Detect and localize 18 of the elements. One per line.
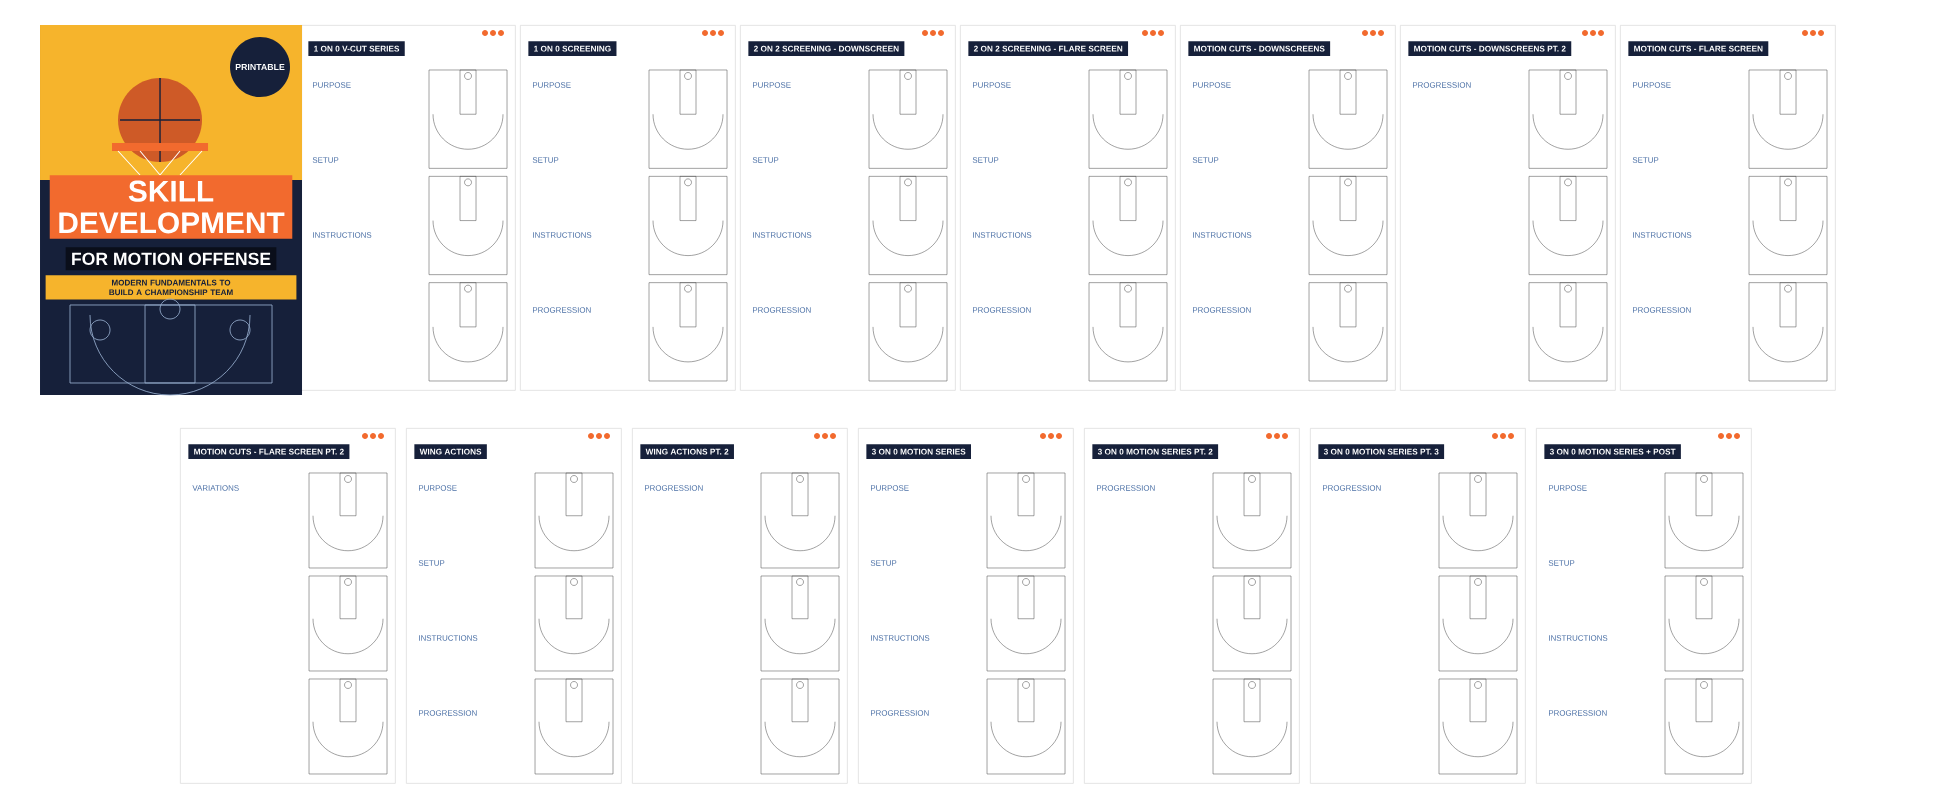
title-bar: 3 ON 0 MOTION SERIES PT. 3 — [1318, 444, 1445, 459]
title-bar: WING ACTIONS PT. 2 — [640, 444, 734, 459]
title-bar: MOTION CUTS - FLARE SCREEN — [1628, 41, 1769, 56]
title-bar: 3 ON 0 MOTION SERIES PT. 2 — [1092, 444, 1219, 459]
subtitle-band: FOR MOTION OFFENSE — [65, 247, 277, 271]
title-bar: 2 ON 2 SCREENING - FLARE SCREEN — [968, 41, 1129, 56]
title-bar: 1 ON 0 V-CUT SERIES — [308, 41, 405, 56]
title-bar: MOTION CUTS - FLARE SCREEN PT. 2 — [188, 444, 350, 459]
title-bar: WING ACTIONS — [414, 444, 487, 459]
tagline-band: MODERN FUNDAMENTALS TO BUILD A CHAMPIONSHIP TEAM — [45, 275, 297, 300]
title-bar: MOTION CUTS - DOWNSCREENS — [1188, 41, 1331, 56]
title-bar: 1 ON 0 SCREENING — [528, 41, 617, 56]
title-bar: 3 ON 0 MOTION SERIES + POST — [1544, 444, 1681, 459]
title-bar: MOTION CUTS - DOWNSCREENS PT. 2 — [1408, 41, 1572, 56]
title-bar: 2 ON 2 SCREENING - DOWNSCREEN — [748, 41, 905, 56]
printable-badge: PRINTABLE — [230, 37, 290, 97]
title-banner: SKILL DEVELOPMENT — [49, 175, 293, 239]
title-bar: 3 ON 0 MOTION SERIES — [866, 444, 971, 459]
